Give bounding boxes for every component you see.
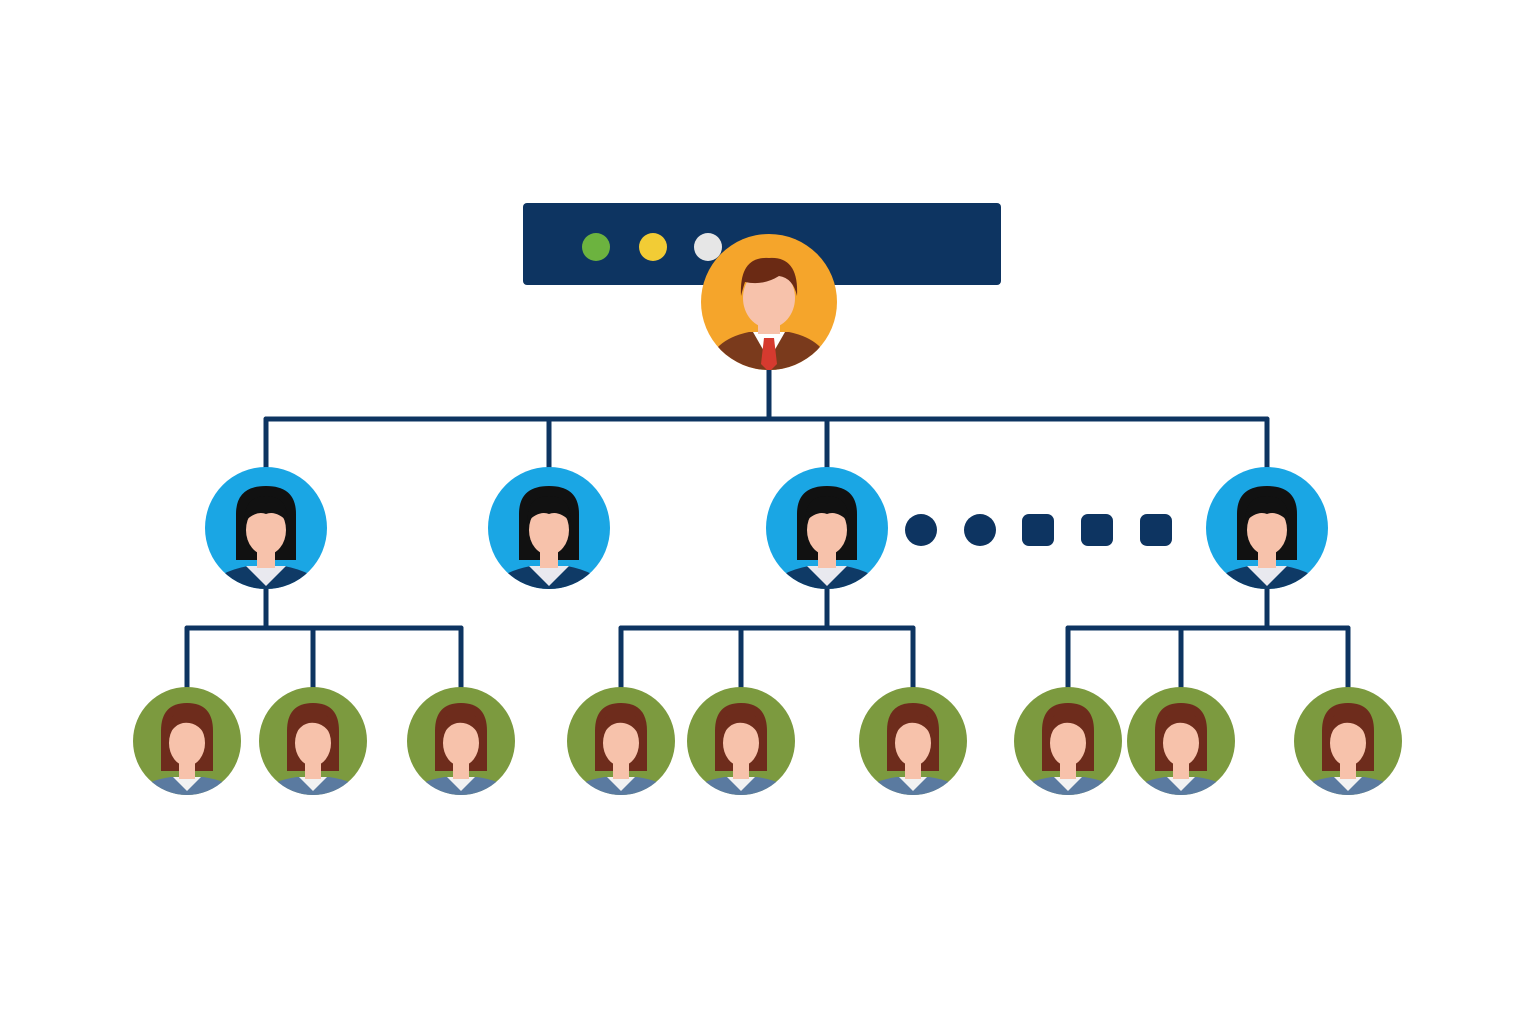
female-staff-avatar-icon bbox=[133, 687, 241, 795]
female-manager-avatar-icon bbox=[488, 467, 610, 589]
female-staff-avatar-icon bbox=[859, 687, 967, 795]
male-executive-avatar-icon bbox=[701, 234, 837, 370]
status-dot-yellow-icon bbox=[639, 233, 667, 261]
female-manager-avatar-icon bbox=[1206, 467, 1328, 589]
ellipsis-dot bbox=[964, 514, 996, 546]
org-chart-nodes bbox=[133, 234, 1402, 795]
female-staff-avatar-icon bbox=[567, 687, 675, 795]
female-staff-avatar-icon bbox=[1014, 687, 1122, 795]
female-manager-avatar-icon bbox=[766, 467, 888, 589]
status-dot-green-icon bbox=[582, 233, 610, 261]
female-staff-avatar-icon bbox=[1127, 687, 1235, 795]
ellipsis-dot bbox=[1022, 514, 1054, 546]
female-staff-avatar-icon bbox=[1294, 687, 1402, 795]
female-manager-avatar-icon bbox=[205, 467, 327, 589]
org-chart-connectors bbox=[184, 367, 1351, 690]
ellipsis-dot bbox=[1140, 514, 1172, 546]
ellipsis-dot bbox=[1081, 514, 1113, 546]
female-staff-avatar-icon bbox=[259, 687, 367, 795]
ellipsis-dot bbox=[905, 514, 937, 546]
female-staff-avatar-icon bbox=[687, 687, 795, 795]
female-staff-avatar-icon bbox=[407, 687, 515, 795]
more-nodes-ellipsis-icon bbox=[905, 514, 1172, 546]
status-dot-white-icon bbox=[694, 233, 722, 261]
